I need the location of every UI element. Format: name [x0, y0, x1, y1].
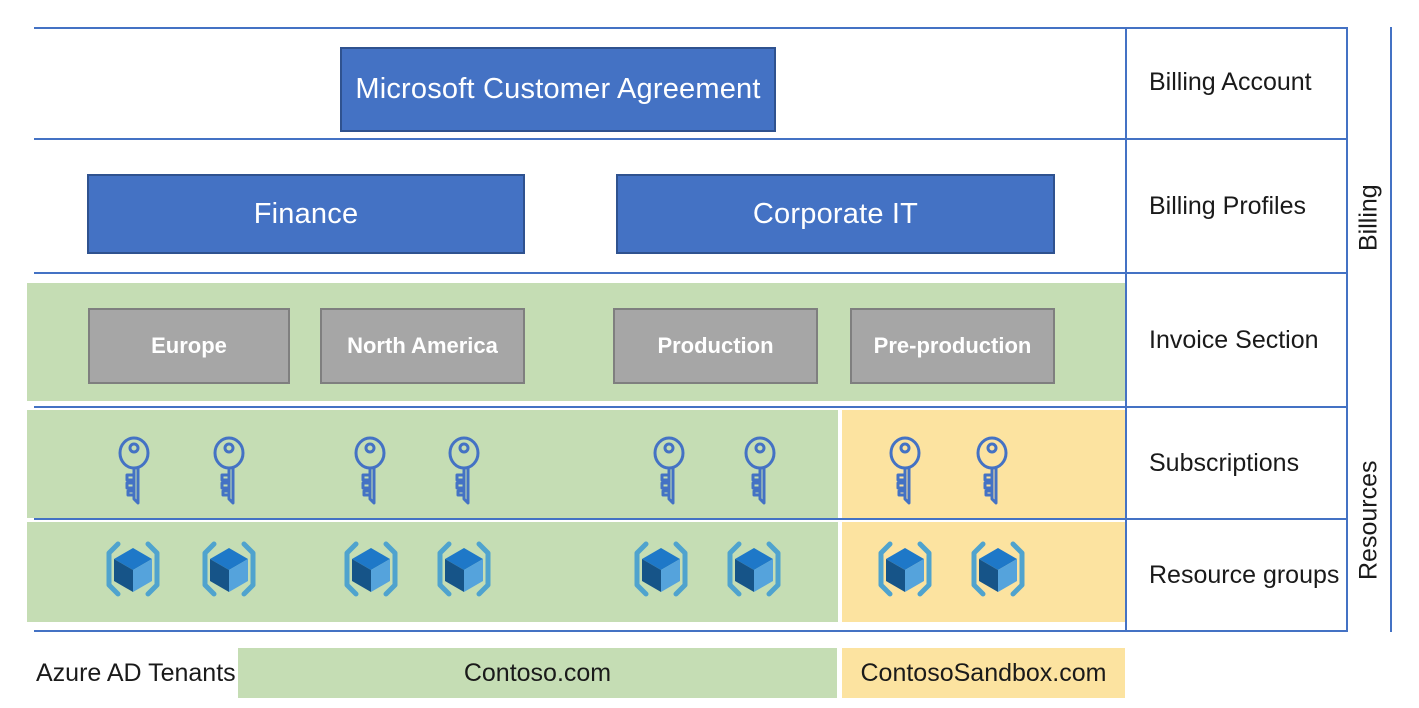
- invoice-section-box-europe[interactable]: Europe: [88, 308, 290, 384]
- key-icon: [207, 435, 251, 510]
- group-label-resources: Resources: [1354, 460, 1383, 580]
- invoice-section-box-production[interactable]: Production: [613, 308, 818, 384]
- rule-rowlabel-divider-bottom: [1125, 408, 1127, 632]
- rule-invoice-section-bottom: [34, 406, 1348, 408]
- row-label-resource-groups: Resource groups: [1149, 560, 1340, 589]
- row-label-invoice-section: Invoice Section: [1149, 325, 1319, 354]
- group-label-billing: Billing: [1354, 184, 1383, 251]
- rule-grouplabel-divider-billing: [1346, 27, 1348, 408]
- resource-group-cube-icon: [626, 534, 696, 609]
- row-label-billing-account: Billing Account: [1149, 68, 1312, 96]
- rule-billing-profiles-bottom: [34, 272, 1348, 274]
- key-icon: [970, 435, 1014, 510]
- tenant-box-contoso[interactable]: Contoso.com: [238, 648, 837, 698]
- rule-grouplabel-divider-resources: [1346, 408, 1348, 632]
- invoice-section-box-north-america[interactable]: North America: [320, 308, 525, 384]
- resource-group-cube-icon: [336, 534, 406, 609]
- row-label-billing-profiles: Billing Profiles: [1149, 191, 1307, 220]
- billing-account-box[interactable]: Microsoft Customer Agreement: [340, 47, 776, 132]
- key-icon: [647, 435, 691, 510]
- resource-group-cube-icon: [963, 534, 1033, 609]
- rule-rowlabel-divider-top: [1125, 27, 1127, 408]
- key-icon: [348, 435, 392, 510]
- tenant-box-contososandbox[interactable]: ContosoSandbox.com: [842, 648, 1125, 698]
- rule-subscriptions-bottom: [34, 518, 1348, 520]
- billing-profile-box-finance[interactable]: Finance: [87, 174, 525, 254]
- rule-right-edge-billing: [1390, 27, 1392, 408]
- resource-group-cube-icon: [98, 534, 168, 609]
- row-label-subscriptions: Subscriptions: [1149, 448, 1300, 477]
- scope-band-green-resource-groups: [27, 522, 838, 622]
- resource-group-cube-icon: [870, 534, 940, 609]
- key-icon: [112, 435, 156, 510]
- azure-ad-tenants-label: Azure AD Tenants: [36, 658, 236, 687]
- billing-profile-box-corporate-it[interactable]: Corporate IT: [616, 174, 1055, 254]
- scope-band-green-subscriptions: [27, 410, 838, 518]
- resource-group-cube-icon: [429, 534, 499, 609]
- rule-right-edge-resources: [1390, 408, 1392, 632]
- rule-resource-groups-bottom: [34, 630, 1348, 632]
- key-icon: [738, 435, 782, 510]
- key-icon: [883, 435, 927, 510]
- key-icon: [442, 435, 486, 510]
- rule-top: [34, 27, 1348, 29]
- resource-group-cube-icon: [719, 534, 789, 609]
- rule-billing-account-bottom: [34, 138, 1348, 140]
- resource-group-cube-icon: [194, 534, 264, 609]
- invoice-section-box-pre-production[interactable]: Pre-production: [850, 308, 1055, 384]
